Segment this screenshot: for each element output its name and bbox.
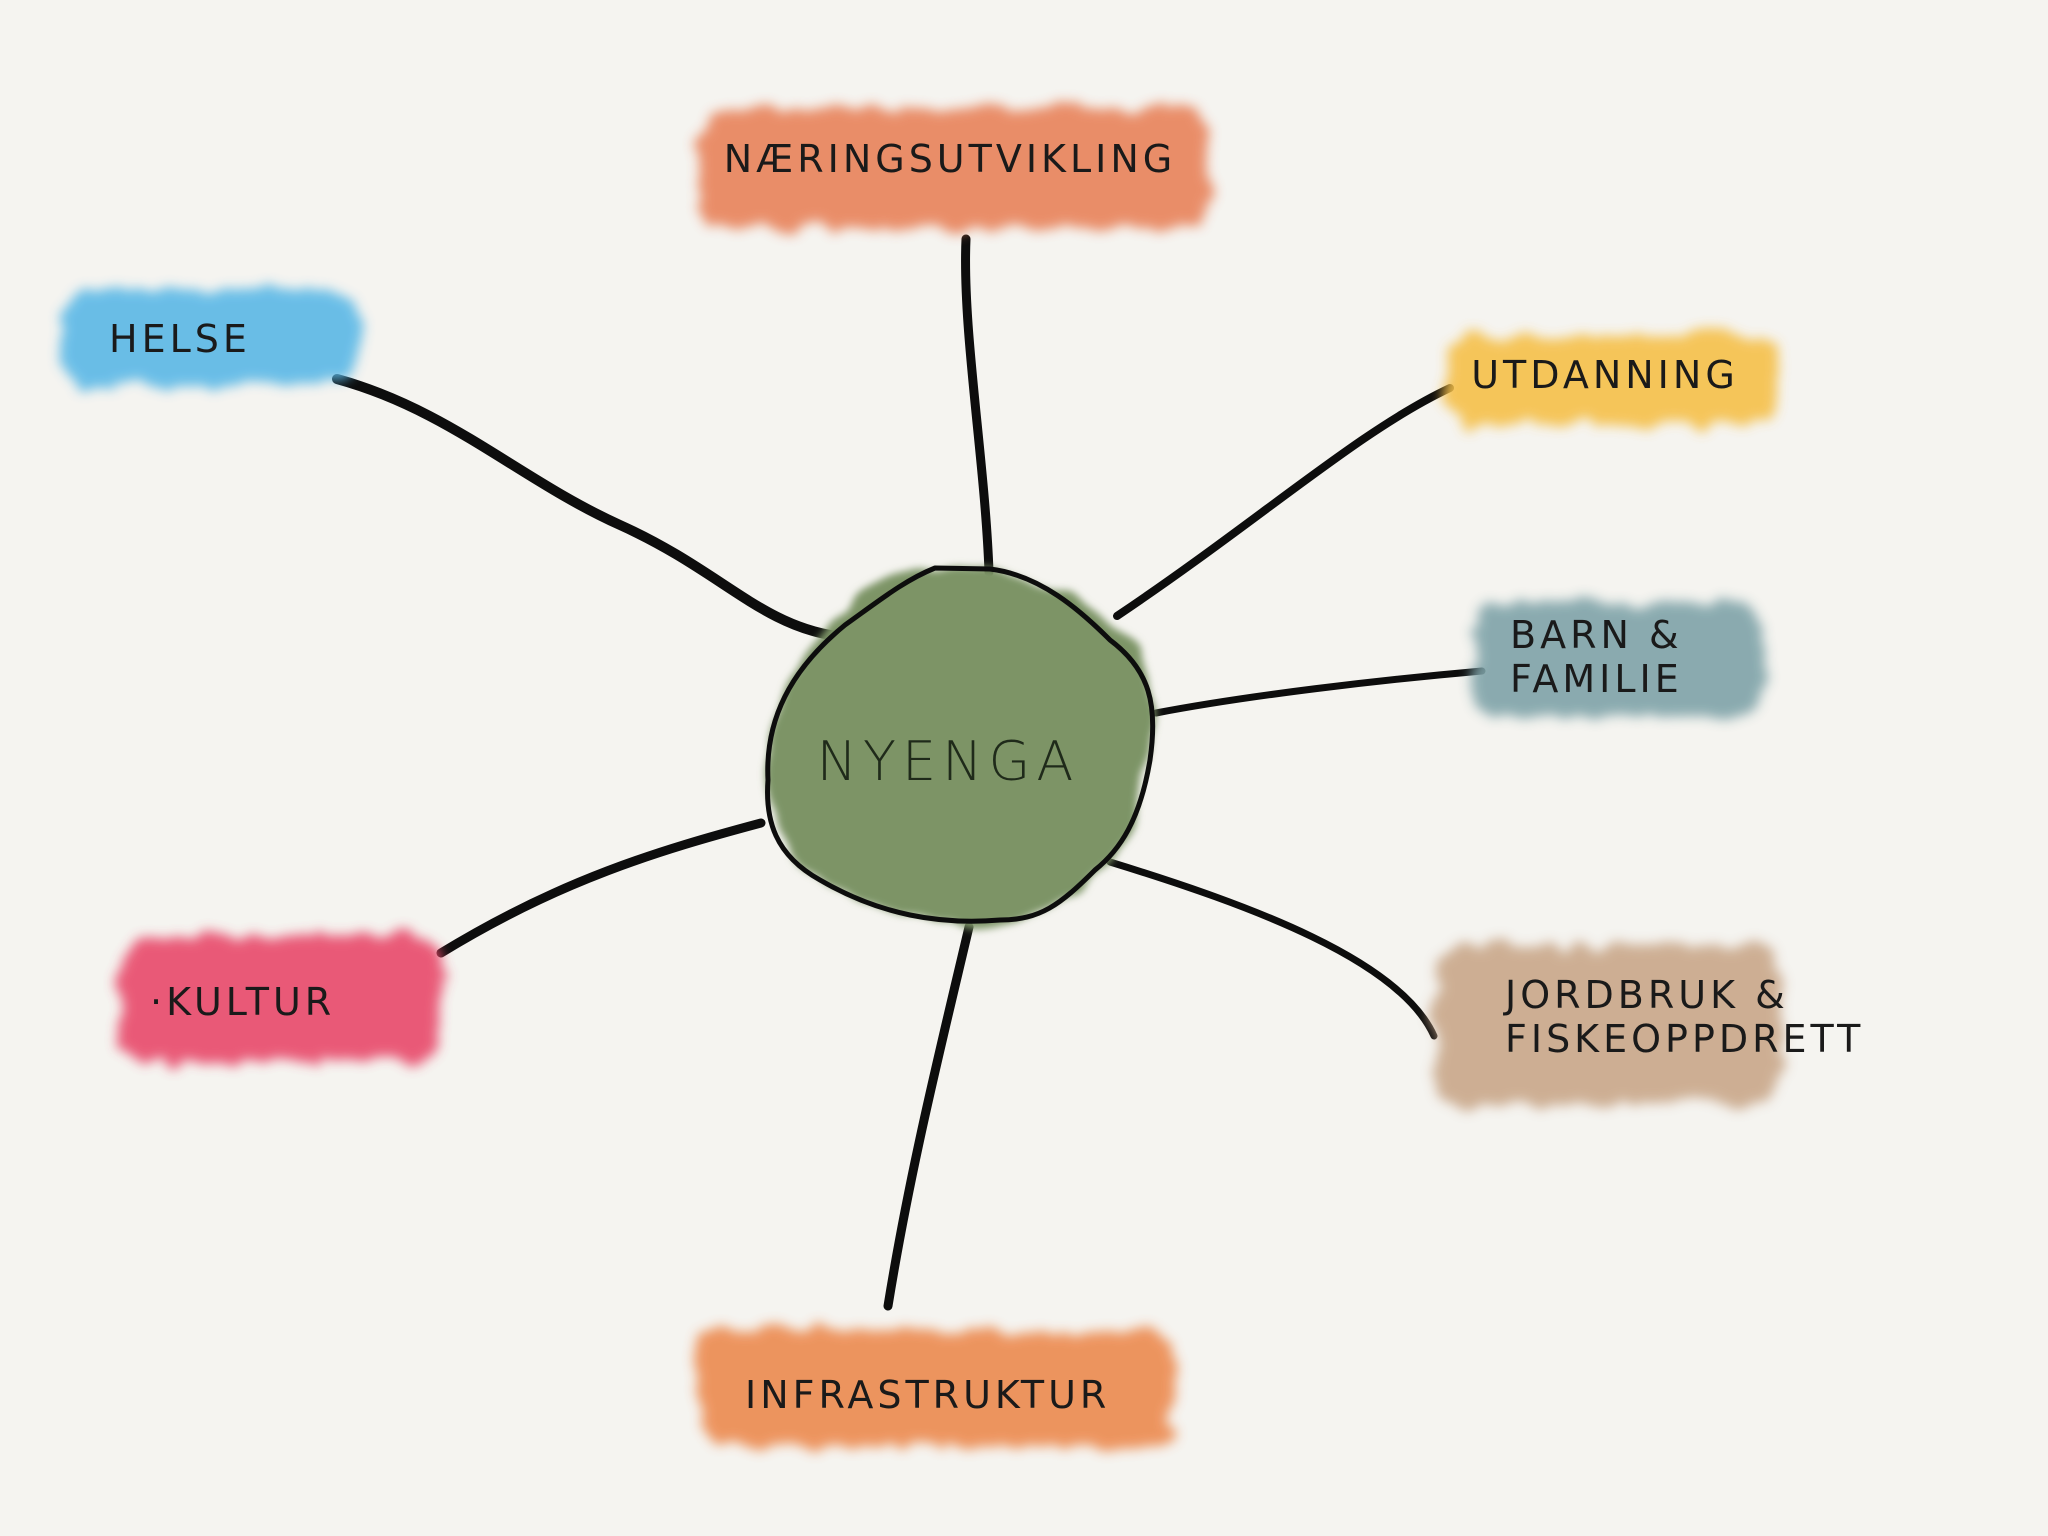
connectors (332, 234, 1486, 1311)
node-wash (62, 290, 357, 385)
connector-barn-familie (1152, 667, 1486, 717)
node-label: HELSE (109, 317, 251, 361)
node-wash (1435, 945, 1780, 1105)
node-wash (1472, 602, 1762, 717)
connector-infrastruktur (883, 922, 974, 1311)
connector-naeringsutvikling (961, 234, 994, 577)
connector-jordbruk (1106, 858, 1438, 1040)
center-node[interactable]: NYENGA (765, 565, 1156, 924)
node-jordbruk-fiskeoppdrett[interactable]: JORDBRUK &FISKEOPPDRETT (1435, 945, 1864, 1105)
node-label: FAMILIE (1510, 657, 1683, 701)
node-utdanning[interactable]: UTDANNING (1447, 335, 1782, 425)
node-label: BARN & (1510, 613, 1683, 657)
node-wash (696, 1328, 1174, 1446)
center-node-outline (765, 565, 1156, 924)
center-node-wash (767, 569, 1153, 923)
connector-utdanning (1113, 384, 1454, 620)
node-label: FISKEOPPDRETT (1505, 1017, 1864, 1061)
node-wash (700, 108, 1210, 228)
node-naeringsutvikling[interactable]: NÆRINGSUTVIKLING (700, 108, 1210, 228)
node-wash (1447, 335, 1782, 425)
connector-kultur (436, 818, 766, 958)
node-label: JORDBRUK & (1503, 973, 1789, 1017)
node-label: INFRASTRUKTUR (745, 1373, 1110, 1417)
node-label: NÆRINGSUTVIKLING (724, 137, 1176, 181)
center-node-label: NYENGA (817, 730, 1080, 793)
node-kultur[interactable]: ·KULTUR (121, 936, 443, 1061)
connector-helse (332, 374, 841, 641)
node-helse[interactable]: HELSE (62, 290, 357, 385)
node-infrastruktur[interactable]: INFRASTRUKTUR (696, 1328, 1174, 1446)
node-label: UTDANNING (1471, 353, 1739, 397)
node-label: ·KULTUR (150, 980, 335, 1024)
node-wash (121, 936, 443, 1061)
node-barn-familie[interactable]: BARN &FAMILIE (1472, 602, 1762, 717)
